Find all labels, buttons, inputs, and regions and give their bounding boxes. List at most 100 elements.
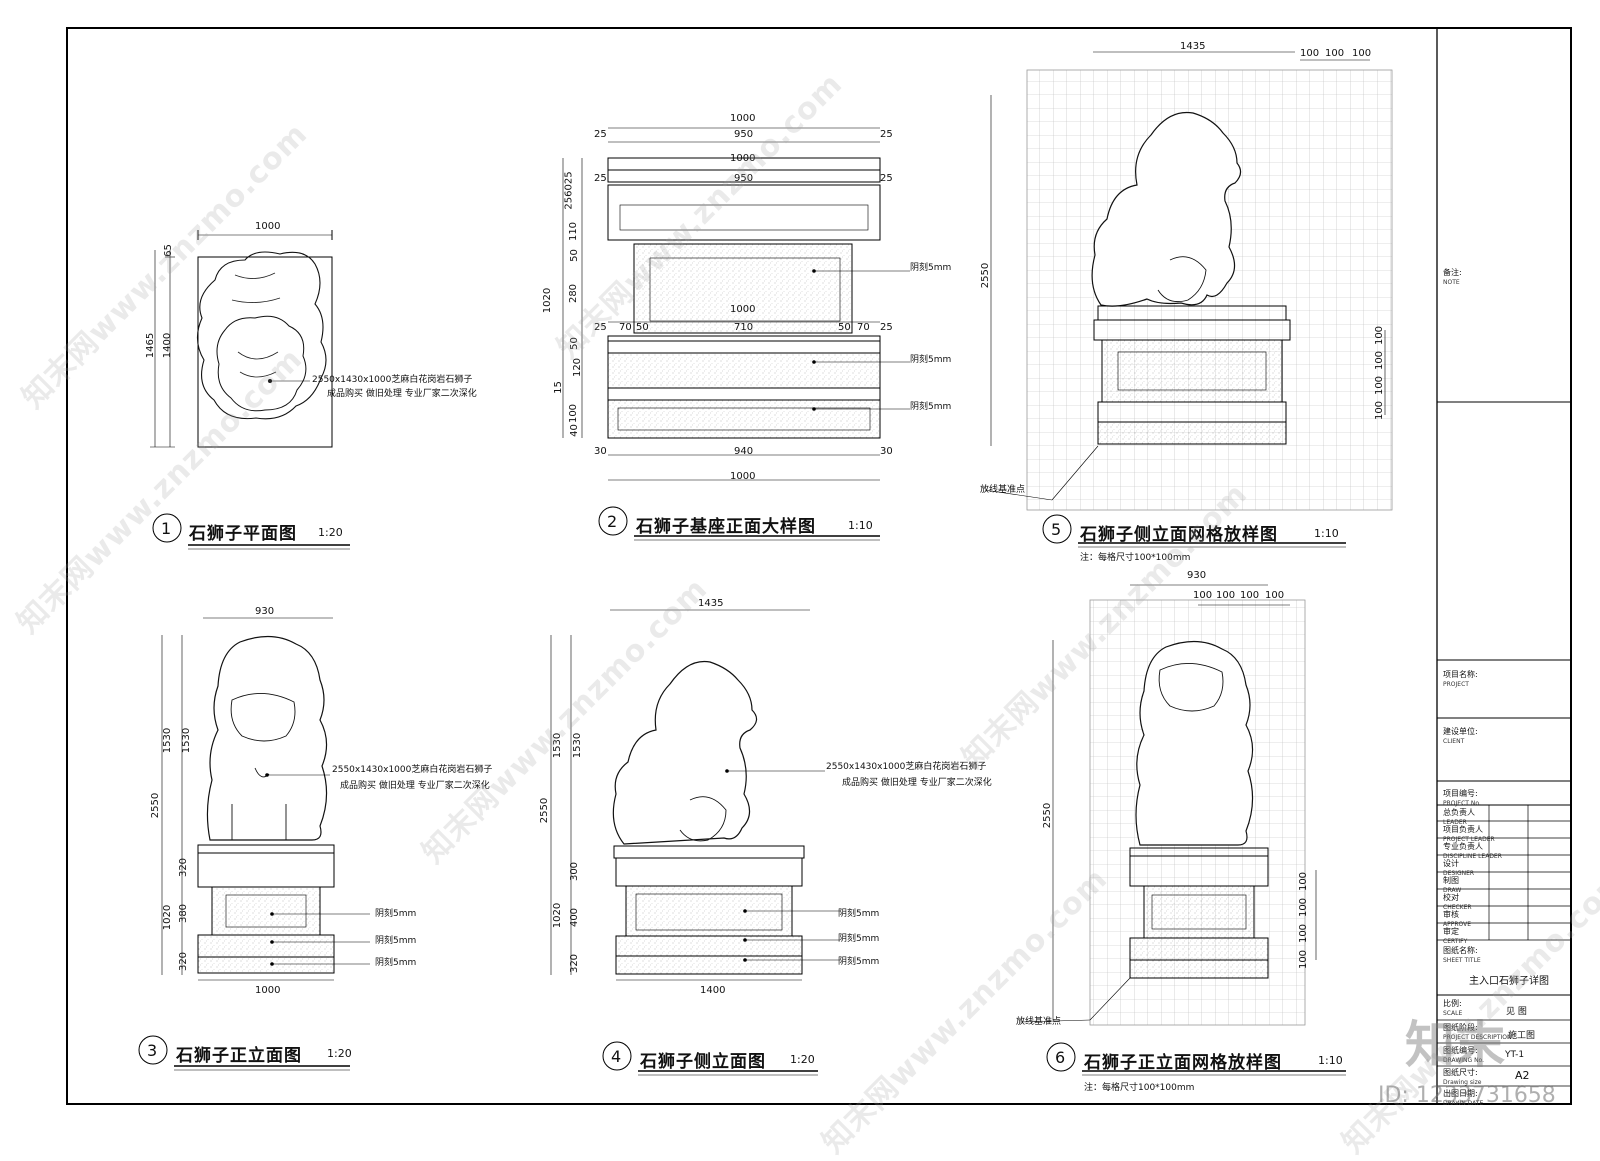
dim-label: 100: [1298, 897, 1310, 918]
dim-label: 320: [178, 951, 190, 972]
dim-label: 320: [569, 953, 581, 974]
tb-project-no: 项目编号:PROJECT No.: [1443, 789, 1481, 807]
dim-label: 25: [880, 173, 893, 184]
view-4-scale: 1:20: [790, 1053, 815, 1066]
dim-label: 100: [568, 403, 580, 424]
view-5-number: 5: [1051, 520, 1062, 539]
dim-label: 1000: [730, 113, 756, 124]
side-material-note-2: 成品购买 做旧处理 专业厂家二次深化: [842, 778, 992, 788]
dim-label: 25: [880, 322, 893, 333]
dim-label: 400: [569, 907, 581, 928]
dim-label: 70: [857, 322, 870, 333]
engrave-label: 阴刻5mm: [910, 402, 952, 412]
dim-label: 2550: [539, 797, 551, 824]
pedestal-detail-view: [562, 127, 910, 541]
dim-label: 25: [594, 322, 607, 333]
dim-label: 1020: [552, 902, 564, 929]
view-3-title: 石狮子正立面图: [176, 1046, 302, 1066]
dim-label: 100: [1325, 48, 1345, 59]
dim-label: 100: [1298, 949, 1310, 970]
dim-label: 100: [1298, 871, 1310, 892]
plan-material-note: 2550x1430x1000芝麻白花岗岩石狮子: [312, 375, 473, 385]
watermark-logo: 知末: [1405, 1016, 1505, 1074]
dim-label: 1400: [700, 985, 726, 996]
tb-scale: 比例:SCALE: [1443, 999, 1463, 1017]
view-4-title: 石狮子侧立面图: [640, 1052, 766, 1072]
view-5-scale: 1:10: [1314, 527, 1339, 540]
plan-material-note-2: 成品购买 做旧处理 专业厂家二次深化: [327, 389, 477, 399]
dim-label: 100: [1216, 590, 1236, 601]
view-1-title: 石狮子平面图: [189, 524, 297, 544]
dim-label: 280: [568, 283, 580, 304]
front-grid-view: [1019, 584, 1346, 1076]
dim-label: 100: [1298, 923, 1310, 944]
side-grid-view: [984, 51, 1393, 548]
view-6-number: 6: [1055, 1048, 1066, 1067]
dim-label: 930: [1187, 570, 1207, 581]
dim-label: 25: [594, 129, 607, 140]
dim-label: 15: [552, 381, 564, 394]
datum-label: 放线基准点: [980, 485, 1026, 495]
dim-label: 1400: [162, 332, 174, 359]
dim-label: 256025: [563, 171, 575, 210]
dim-label: 25: [880, 129, 893, 140]
engrave-label: 阴刻5mm: [910, 355, 952, 365]
dim-label: 1530: [181, 727, 193, 754]
tb-sheet-title: 图纸名称:SHEET TITLE: [1443, 946, 1481, 964]
sheet-border: [66, 27, 1572, 1105]
view-6-scale: 1:10: [1318, 1054, 1343, 1067]
dim-label: 2550: [1042, 802, 1054, 829]
tb-date: 出图日期:DRAWN DATE: [1443, 1089, 1484, 1107]
view-3-scale: 1:20: [327, 1047, 352, 1060]
dim-label: 30: [880, 446, 893, 457]
engrave-label: 阴刻5mm: [838, 909, 880, 919]
tb-description: 图纸阶段:PROJECT DESCRIPTION: [1443, 1023, 1512, 1041]
watermark-id: ID: 1233731658: [1378, 1083, 1556, 1108]
dim-label: 100: [1352, 48, 1372, 59]
view-5-note: 注：每格尺寸100*100mm: [1080, 553, 1191, 563]
dim-label: 1000: [730, 153, 756, 164]
dim-label: 100: [1374, 400, 1386, 421]
tb-scale-value: 见 图: [1506, 1007, 1527, 1017]
dim-label: 50: [838, 322, 851, 333]
dim-label: 2550: [150, 792, 162, 819]
front-elevation-view: [138, 617, 370, 1071]
dim-label: 300: [569, 861, 581, 882]
dim-label: 380: [178, 903, 190, 924]
dim-label: 950: [734, 173, 754, 184]
dim-label: 70: [619, 322, 632, 333]
dim-label: 1435: [1180, 41, 1206, 52]
dim-label: 50: [568, 249, 580, 262]
side-elevation-view: [550, 609, 840, 1076]
engrave-label: 阴刻5mm: [910, 263, 952, 273]
dim-label: 1020: [162, 904, 174, 931]
dim-label: 710: [734, 322, 754, 333]
dim-label: 100: [1265, 590, 1285, 601]
view-2-number: 2: [607, 512, 618, 531]
tb-project: 项目名称:PROJECT: [1443, 670, 1478, 688]
side-material-note: 2550x1430x1000芝麻白花岗岩石狮子: [826, 762, 987, 772]
dim-label: 100: [1193, 590, 1213, 601]
dim-label: 100: [1374, 375, 1386, 396]
dim-label: 1435: [698, 598, 724, 609]
dim-label: 100: [1300, 48, 1320, 59]
front-material-note: 2550x1430x1000芝麻白花岗岩石狮子: [332, 765, 493, 775]
view-2-title: 石狮子基座正面大样图: [636, 517, 816, 537]
front-material-note-2: 成品购买 做旧处理 专业厂家二次深化: [340, 781, 490, 791]
tb-drawing-no: 图纸编号:DRAWING No.: [1443, 1046, 1485, 1064]
dim-label: 100: [1374, 350, 1386, 371]
view-5-title: 石狮子侧立面网格放样图: [1080, 525, 1278, 545]
view-4-number: 4: [611, 1047, 622, 1066]
view-6-note: 注：每格尺寸100*100mm: [1084, 1083, 1195, 1093]
view-2-scale: 1:10: [848, 519, 873, 532]
dim-label: 1000: [730, 304, 756, 315]
dim-label: 2550: [980, 262, 992, 289]
dim-label: 50: [636, 322, 649, 333]
